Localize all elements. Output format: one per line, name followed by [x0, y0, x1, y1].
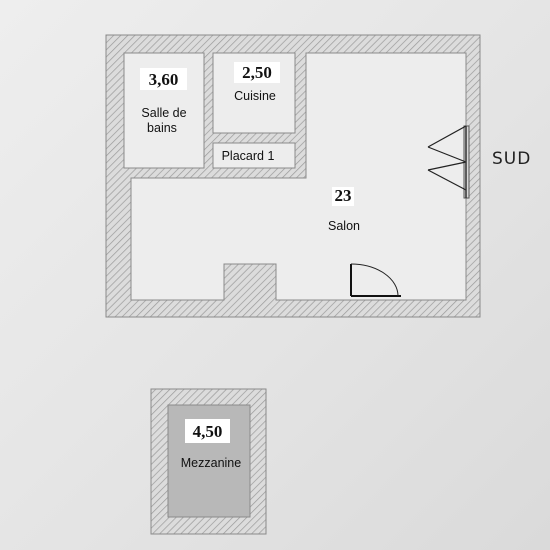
mezzanine-area-box — [185, 419, 230, 443]
window-symbol — [427, 125, 470, 199]
cuisine-area: 2,50 — [242, 63, 272, 82]
salon-area: 23 — [335, 186, 352, 205]
mezzanine-name: Mezzanine — [181, 456, 241, 470]
compass-label: SUD — [492, 149, 531, 169]
salon-room — [130, 52, 467, 301]
salle-de-bains-name-line2: bains — [147, 121, 177, 135]
cuisine-name: Cuisine — [234, 89, 276, 103]
salle-de-bains-area: 3,60 — [149, 70, 179, 89]
placard-room — [212, 142, 296, 169]
cuisine-area-box — [234, 62, 280, 83]
salon-area-box — [332, 187, 354, 206]
salon-name: Salon — [328, 219, 360, 233]
salle-de-bains-area-box — [140, 68, 187, 90]
mezzanine-area: 4,50 — [193, 422, 223, 441]
placard-name: Placard 1 — [222, 149, 275, 163]
salle-de-bains-room — [123, 52, 205, 169]
door-symbol — [350, 263, 401, 297]
salle-de-bains-name-line1: Salle de — [141, 106, 186, 120]
